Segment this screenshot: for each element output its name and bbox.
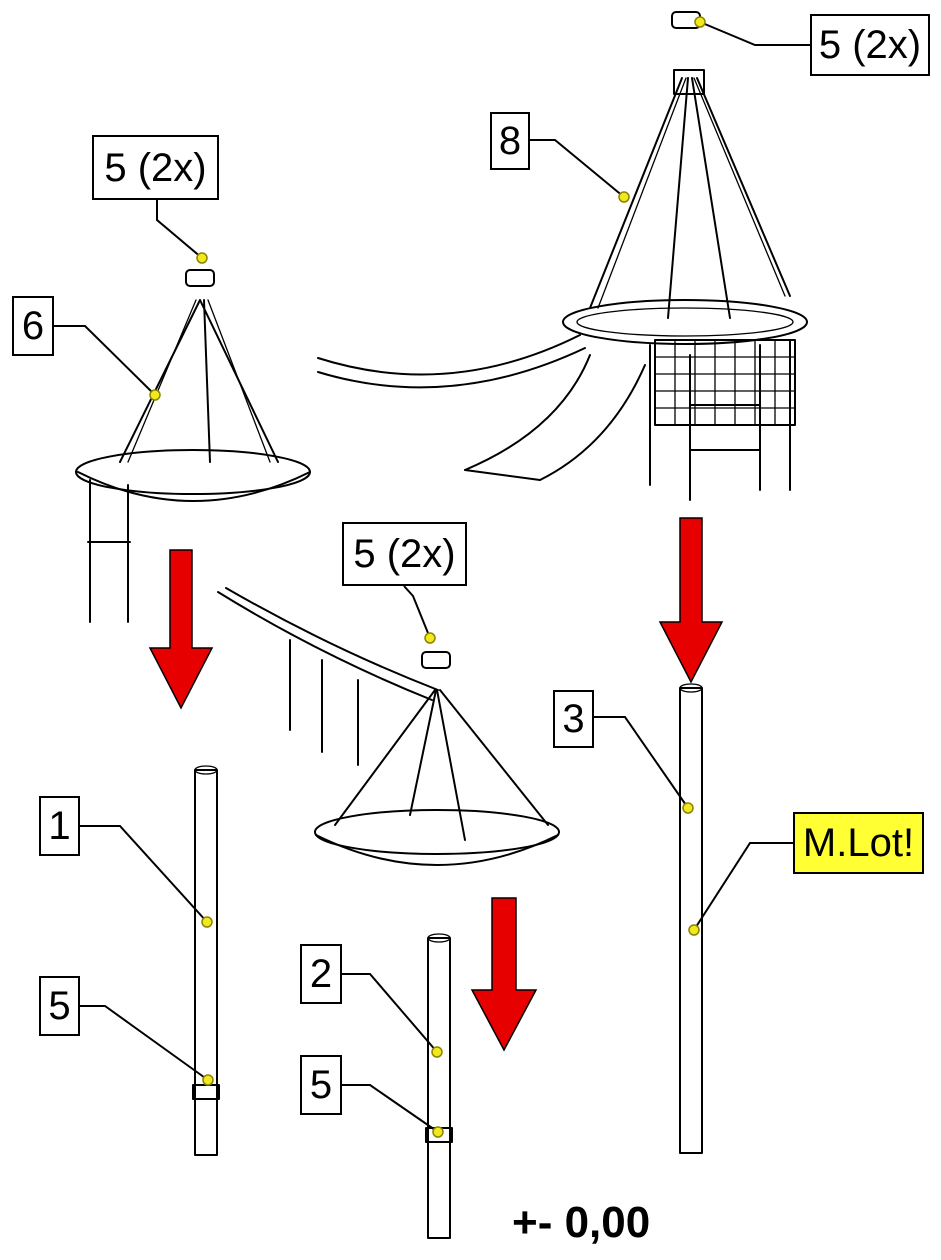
post-2 [425,933,453,1239]
slide [464,354,591,471]
post-3 [679,683,703,1154]
callout-part-5-top-right: 5 (2x) [810,14,930,76]
cap-middle [421,651,451,669]
callout-part-5-middle: 5 (2x) [342,522,467,586]
marker-dot [202,1074,214,1086]
legs-top-right [649,339,791,501]
arrow-down-right [658,517,724,684]
cap-top-left [185,269,215,287]
arm-middle [217,591,433,701]
ring-top-right [562,299,808,345]
arrow-down-middle [470,897,538,1052]
marker-dot [688,924,700,936]
net-panel [654,339,796,426]
assembly-net-module [317,11,808,501]
marker-dot [424,632,436,644]
marker-dot [682,802,694,814]
assembly-swing-seat [75,269,311,623]
hanger-ropes-top-right [589,69,791,319]
callout-part-2: 2 [300,944,342,1004]
marker-dot [149,389,161,401]
arrow-down-left [148,549,214,710]
callout-part-3: 3 [553,690,594,748]
callout-part-8: 8 [490,112,530,170]
callout-part-1: 1 [39,796,80,856]
marker-dot [618,191,630,203]
marker-dot [201,916,213,928]
post-1 [192,765,220,1156]
callout-part-6: 6 [12,296,54,356]
callout-part-5-post-1: 5 [39,976,80,1036]
callout-part-5-top-left: 5 (2x) [92,135,219,200]
assembly-nest-swing [217,587,560,866]
callout-warning-plumb: M.Lot! [793,812,924,874]
marker-dot [432,1126,444,1138]
markers [149,16,706,1138]
callout-part-5-post-2: 5 [300,1055,342,1115]
marker-dot [431,1046,443,1058]
ladder-arm [317,334,581,376]
ground-level-label: +- 0,00 [512,1198,651,1247]
leader-lines [54,21,810,1133]
marker-dot [694,16,706,28]
marker-dot [196,252,208,264]
